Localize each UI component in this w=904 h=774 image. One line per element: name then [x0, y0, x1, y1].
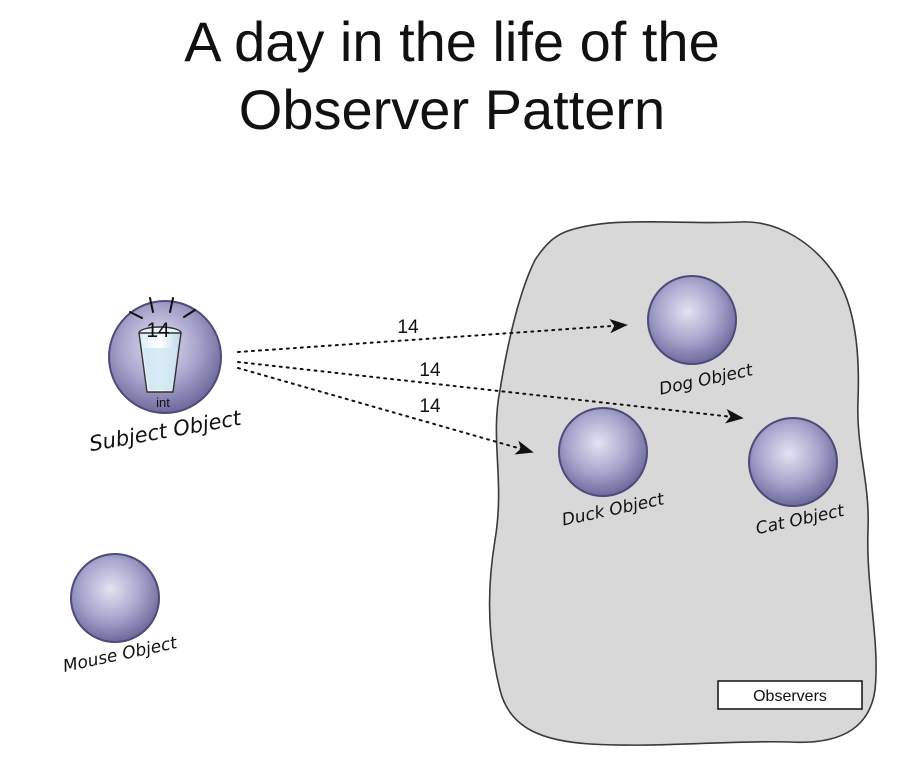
title-line-2: Observer Pattern: [238, 78, 666, 141]
subject-object: 14 int Subject Object: [87, 297, 244, 456]
observers-label-box: [717, 680, 863, 710]
glass-icon: [138, 326, 182, 393]
observers-label: Observers: [753, 688, 827, 705]
notification-arrows: [237, 318, 744, 455]
message-value-cat: 14: [419, 360, 441, 381]
mouse-object-ball: [70, 553, 160, 643]
diagram-title: A day in the life of the Observer Patter…: [0, 8, 904, 144]
subject-sparkle-icon: [129, 297, 196, 319]
arrow-to-cat: [237, 361, 744, 424]
observers-region: [488, 220, 877, 746]
title-line-1: A day in the life of the: [184, 10, 720, 73]
message-value-duck: 14: [419, 396, 441, 417]
duck-object-ball: [558, 407, 648, 497]
dog-object-ball: [647, 275, 737, 365]
cat-object-ball: [748, 417, 838, 507]
arrow-to-duck: [237, 367, 534, 455]
subject-value: 14: [146, 319, 170, 342]
mouse-object: Mouse Object: [61, 553, 180, 677]
message-value-dog: 14: [397, 317, 419, 338]
subject-type-label: int: [156, 395, 170, 410]
arrow-to-dog: [237, 318, 628, 353]
